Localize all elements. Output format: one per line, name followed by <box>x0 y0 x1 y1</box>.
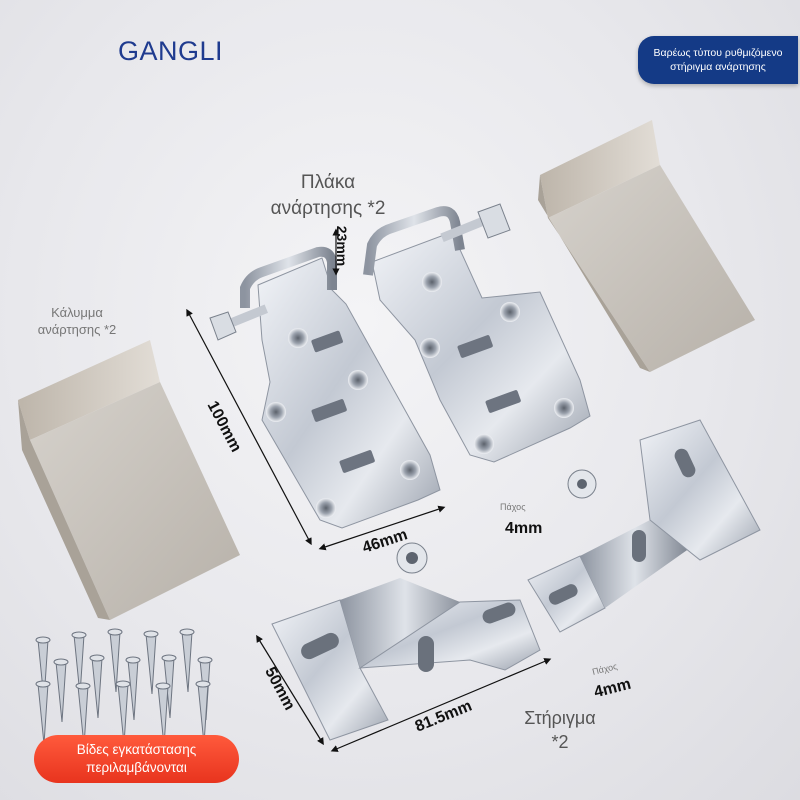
dimension-lines <box>186 228 552 752</box>
hanging-plate-right <box>363 203 591 463</box>
thickness-label-1: Πάχος <box>500 502 526 512</box>
hanging-plate-label-line-1: Πλάκα <box>300 172 356 193</box>
cover-right <box>538 120 755 372</box>
brand-logo: GANGLI <box>118 36 224 66</box>
bracket-label-line-1: Στήριγμα <box>524 708 596 728</box>
screws-included-badge: Βίδες εγκατάστασης περιλαμβάνονται <box>34 735 239 783</box>
dimension-23mm: 23mm <box>334 225 351 267</box>
support-bracket-right <box>527 419 761 633</box>
cover-label-line-2: ανάρτησης *2 <box>37 322 117 337</box>
bracket-label-line-2: *2 <box>551 732 569 752</box>
product-title-badge: Βαρέως τύπου ρυθμιζόμενο στήριγμα ανάρτη… <box>638 36 798 84</box>
thickness-value-1: 4mm <box>505 520 543 537</box>
screws-badge-line-1: Βίδες εγκατάστασης <box>76 742 197 757</box>
hanging-plate-label-line-2: ανάρτησης *2 <box>270 198 386 219</box>
screws-image <box>35 628 213 747</box>
badge-line-1: Βαρέως τύπου ρυθμιζόμενο <box>653 47 783 59</box>
bracket-label: Στήριγμα *2 <box>500 706 620 754</box>
screws-badge-line-2: περιλαμβάνονται <box>86 760 187 775</box>
cover-label: Κάλυμμα ανάρτησης *2 <box>22 304 132 338</box>
cover-label-line-1: Κάλυμμα <box>51 305 103 320</box>
hanging-plate-label: Πλάκα ανάρτησης *2 <box>248 170 408 222</box>
cover-left <box>18 340 240 620</box>
badge-line-2: στήριγμα ανάρτησης <box>670 61 766 73</box>
